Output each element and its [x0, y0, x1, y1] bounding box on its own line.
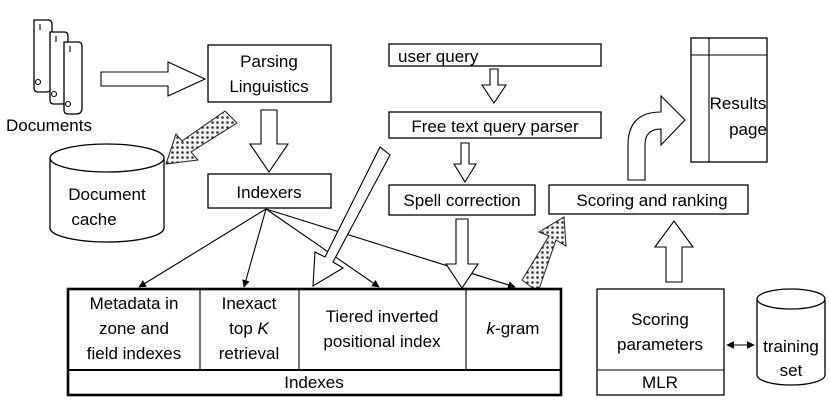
query-parser-box — [388, 111, 602, 139]
indexers-to-kgram-arrow — [265, 208, 516, 289]
document-cache-cylinder — [49, 143, 165, 243]
results-label-1: Results — [710, 94, 767, 113]
scoring-params-label-2: parameters — [617, 335, 703, 354]
linguistics-label: Linguistics — [229, 77, 308, 96]
scoring-parameters-box — [596, 288, 725, 396]
indexers-to-inexact-arrow — [242, 208, 267, 288]
metadata-label-2: zone and — [99, 319, 169, 338]
scoring-ranking-label: Scoring and ranking — [576, 191, 727, 210]
tiered-label-2: positional index — [323, 332, 441, 351]
user-query-label: user query — [398, 47, 479, 66]
parsing-label: Parsing — [240, 52, 298, 71]
params-to-scoring-arrow — [653, 220, 695, 283]
query-to-parser-arrow — [480, 68, 508, 104]
spell-correction-label: Spell correction — [403, 191, 520, 210]
mlr-label: MLR — [642, 373, 678, 392]
training-label-2: set — [780, 361, 803, 380]
document-cache-label-1: Document — [68, 185, 146, 204]
inexact-label-1: Inexact — [222, 294, 277, 313]
parser-to-tiered-arrow — [312, 146, 391, 288]
spell-to-kgram-arrow — [444, 218, 480, 289]
indexes-label: Indexes — [284, 373, 344, 392]
indexers-to-tiered-arrow — [265, 208, 380, 288]
indexes-block — [66, 287, 563, 397]
documents-to-parsing-arrow — [100, 61, 207, 97]
query-parser-label: Free text query parser — [411, 117, 579, 136]
kgram-to-scoring-arrow — [521, 216, 567, 293]
user-query-box — [388, 43, 602, 67]
spell-correction-box — [388, 184, 536, 216]
parsing-to-indexers-arrow — [248, 109, 290, 173]
parsing-linguistics-box — [207, 44, 332, 103]
metadata-label-3: field indexes — [87, 344, 182, 363]
scoring-params-label-1: Scoring — [631, 310, 689, 329]
results-page-box — [690, 37, 768, 163]
inexact-label-2: top K — [229, 319, 269, 338]
scoring-to-results-arrow — [627, 94, 686, 181]
tiered-label-1: Tiered inverted — [326, 307, 439, 326]
metadata-label-1: Metadata in — [90, 294, 179, 313]
training-label-1: training — [763, 337, 819, 356]
kgram-label: k-gram — [487, 319, 540, 338]
indexers-box — [207, 173, 332, 209]
indexers-to-metadata-arrow — [138, 208, 267, 288]
documents-label: Documents — [6, 116, 92, 135]
document-cache-label-2: cache — [71, 210, 116, 229]
indexers-label: Indexers — [236, 183, 301, 202]
results-label-2: page — [729, 120, 767, 139]
scoring-ranking-box — [548, 184, 749, 215]
parser-to-spell-arrow — [453, 142, 477, 184]
training-set-cylinder — [756, 288, 826, 386]
documents-icon — [33, 19, 83, 115]
inexact-label-3: retrieval — [219, 344, 279, 363]
parsing-to-cache-arrow — [165, 110, 238, 165]
